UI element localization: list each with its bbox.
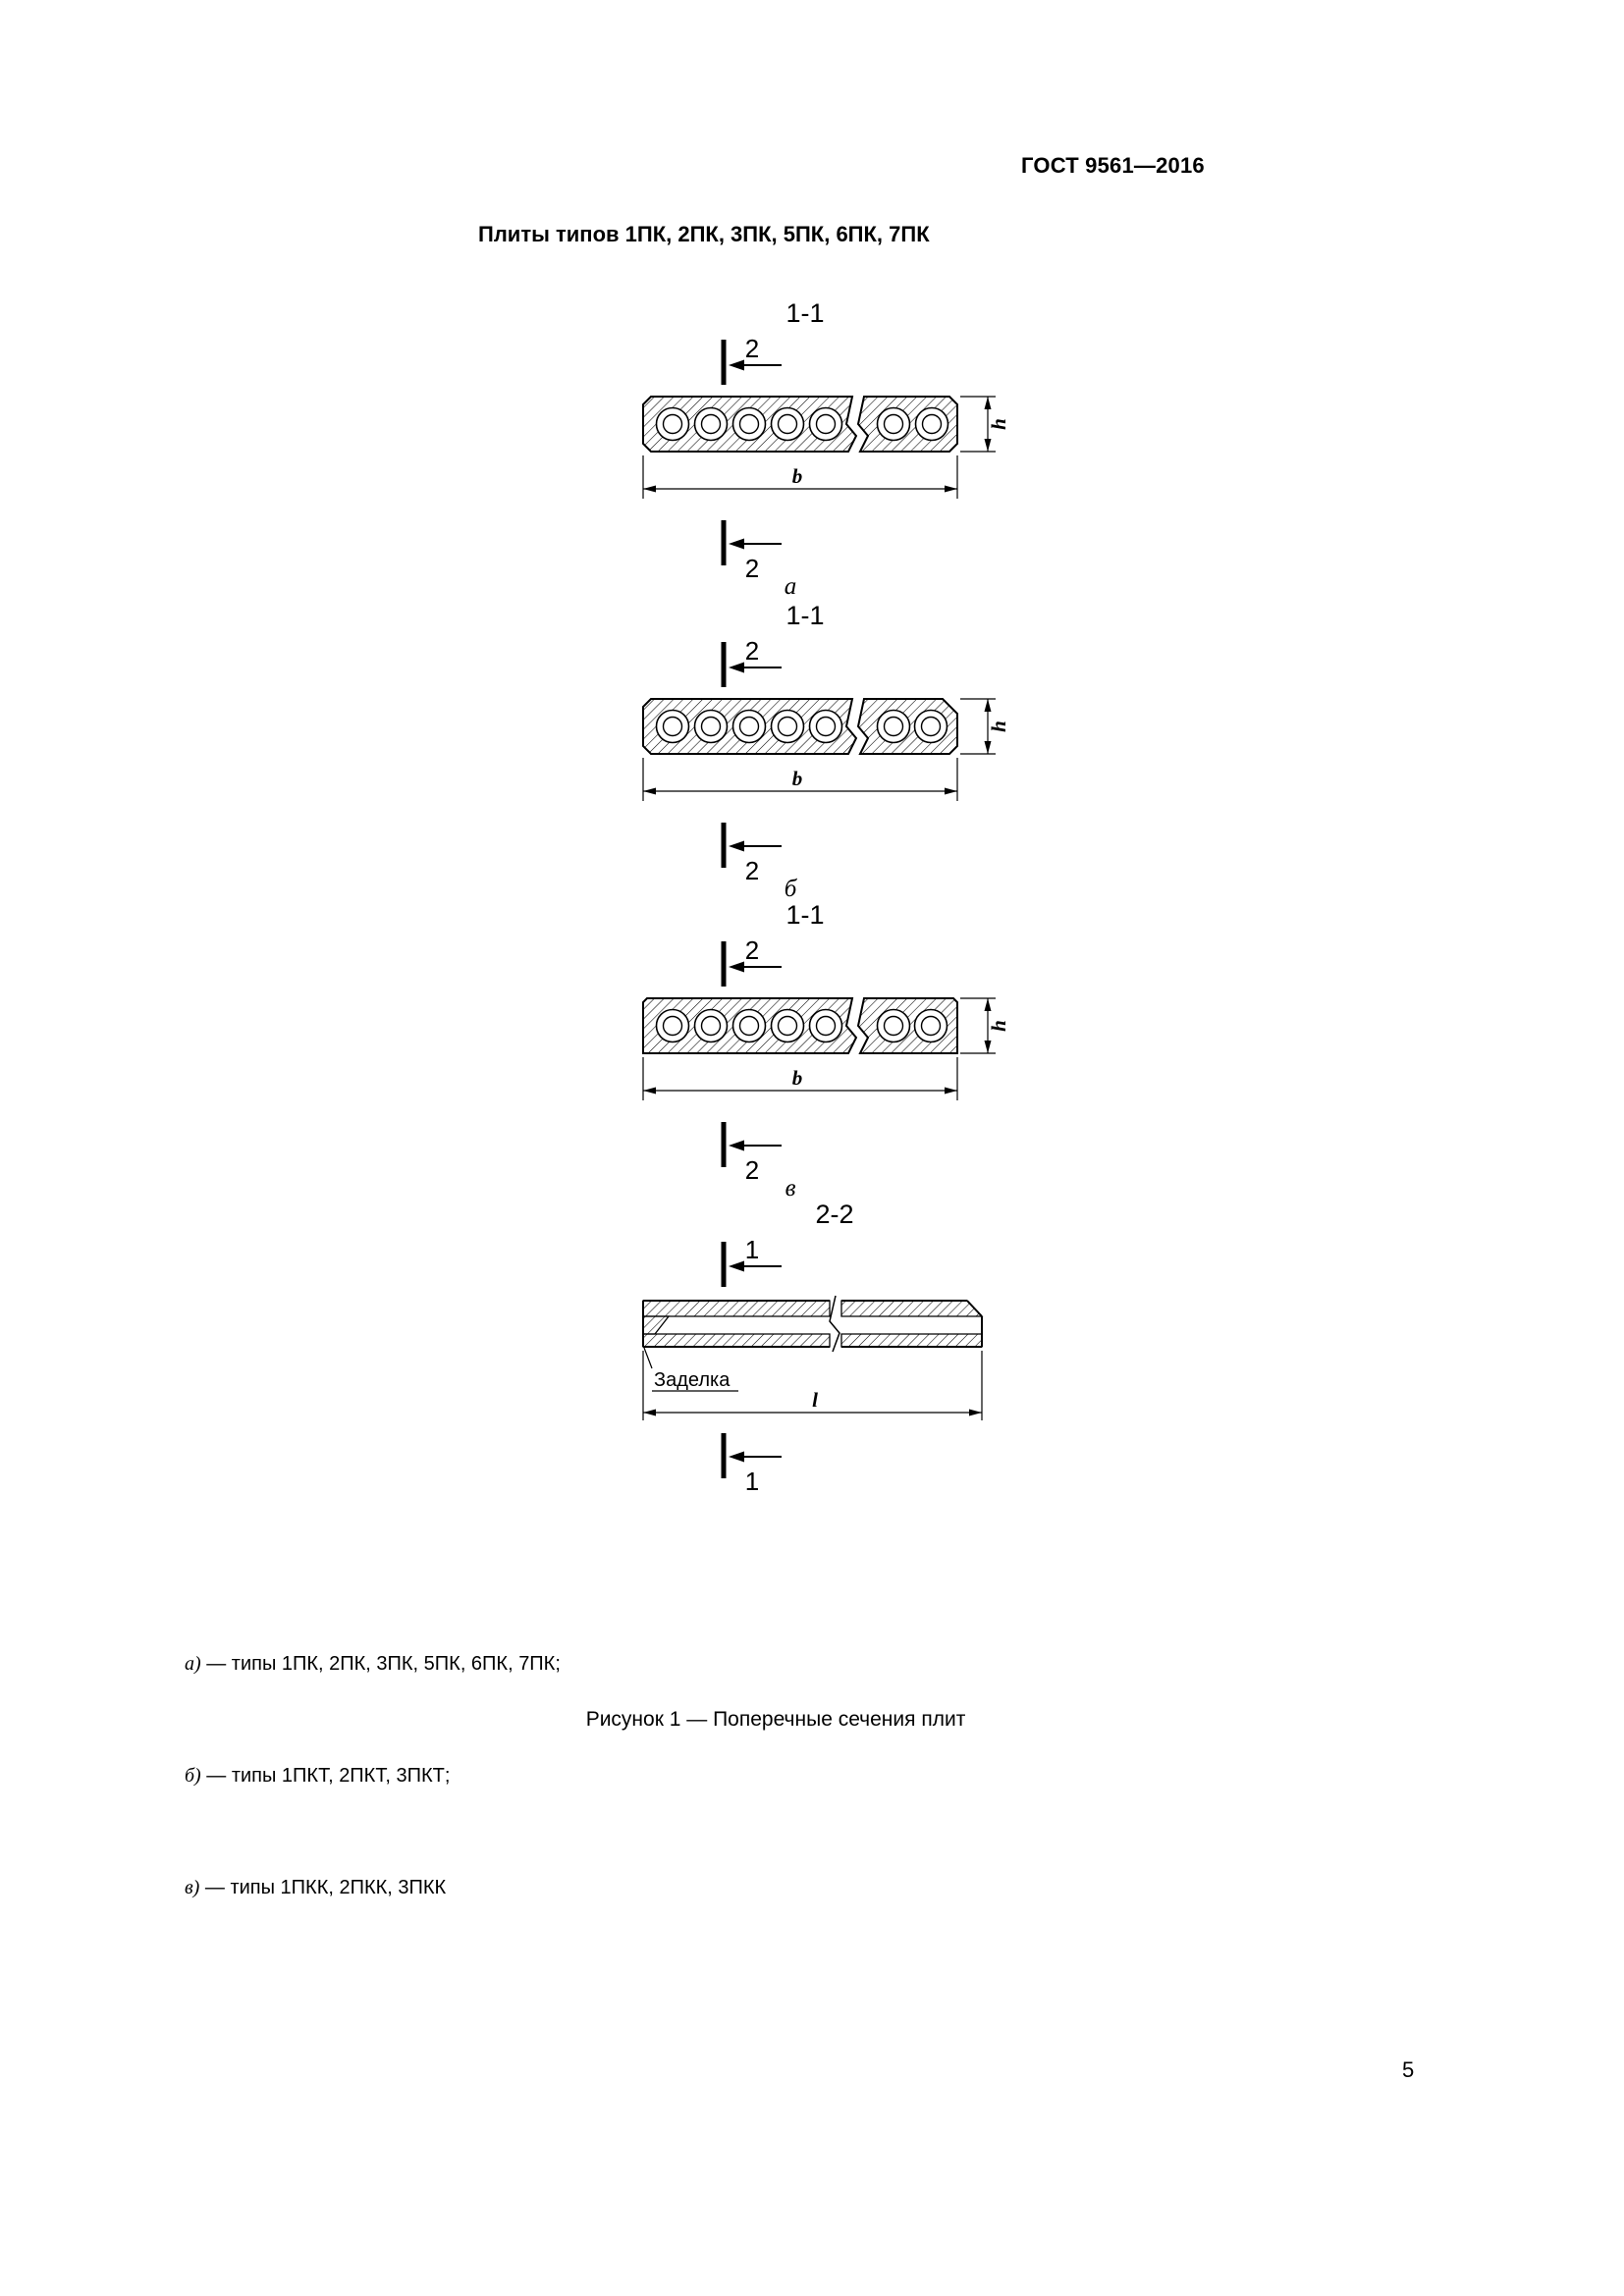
- legend-item-b: б) — типы 1ПКТ, 2ПКТ, 3ПКТ;: [185, 1757, 561, 1794]
- cut-mark-1-bottom: 1: [721, 1433, 782, 1494]
- dimension-label-b: b: [792, 464, 803, 488]
- void-circles: [655, 1008, 948, 1043]
- cut-number: 2: [745, 334, 759, 363]
- cut-mark-1-top: 1: [721, 1235, 782, 1287]
- void-circles: [655, 406, 949, 442]
- cut-mark-2-bottom: 2: [721, 823, 782, 885]
- section-view-label: 2-2: [815, 1200, 853, 1229]
- section-view-label: 1-1: [785, 298, 824, 328]
- standard-number-header: ГОСТ 9561—2016: [1021, 153, 1205, 178]
- cut-number: 2: [745, 554, 759, 583]
- dimension-label-b: b: [792, 1066, 803, 1090]
- callout-zadelka: Заделка: [643, 1347, 738, 1392]
- section-view-label: 1-1: [785, 601, 824, 630]
- dimension-h: h: [960, 698, 1010, 755]
- section-view-label: 1-1: [785, 900, 824, 930]
- legend-key: а): [185, 1653, 201, 1675]
- legend-item-v: в) — типы 1ПКК, 2ПКК, 3ПКК: [185, 1869, 561, 1906]
- cut-number: 2: [745, 1155, 759, 1185]
- legend-text: — типы 1ПКК, 2ПКК, 3ПКК: [199, 1877, 447, 1898]
- slab-body: [642, 997, 958, 1054]
- cut-mark-2-top: 2: [721, 334, 782, 385]
- figure-legend: а) — типы 1ПК, 2ПК, 3ПК, 5ПК, 6ПК, 7ПК; …: [185, 1571, 561, 1981]
- dimension-label-b: b: [792, 767, 803, 790]
- zadelka-label: Заделка: [654, 1369, 731, 1391]
- slab-body: [642, 396, 958, 453]
- dimension-label-h: h: [987, 418, 1010, 430]
- slab-body: [642, 698, 958, 755]
- legend-key: б): [185, 1765, 201, 1787]
- legend-key: в): [185, 1877, 200, 1898]
- break-line: [829, 1295, 840, 1353]
- slab-longitudinal-body: [642, 1295, 984, 1353]
- end-plug: [642, 1315, 671, 1335]
- dimension-b: b: [642, 455, 958, 499]
- dimension-b: b: [642, 758, 958, 801]
- cross-section-diagram-a: 1-1 2 b: [642, 298, 1010, 600]
- subfigure-label-b: б: [785, 876, 798, 902]
- cut-mark-2-top: 2: [721, 935, 782, 987]
- figure-caption: Рисунок 1 — Поперечные сечения плит: [585, 1708, 966, 1731]
- cut-number: 2: [745, 636, 759, 666]
- cut-number: 2: [745, 935, 759, 965]
- cut-mark-2-bottom: 2: [721, 520, 782, 583]
- dimension-label-l: l: [812, 1388, 818, 1412]
- cut-mark-2-bottom: 2: [721, 1122, 782, 1185]
- subfigure-label-v: в: [785, 1175, 796, 1201]
- dimension-h: h: [960, 997, 1010, 1054]
- dimension-h: h: [960, 396, 1010, 453]
- cross-section-diagram-v: 1-1 2 b: [642, 900, 1010, 1201]
- figure-title: Плиты типов 1ПК, 2ПК, 3ПК, 5ПК, 6ПК, 7ПК: [478, 222, 930, 246]
- legend-text: — типы 1ПКТ, 2ПКТ, 3ПКТ;: [200, 1765, 451, 1787]
- cross-section-diagram-b: 1-1 2 b: [642, 601, 1010, 902]
- dimension-label-h: h: [987, 1020, 1010, 1032]
- void-circles: [655, 709, 948, 744]
- cut-number: 2: [745, 856, 759, 885]
- longitudinal-section-diagram: 2-2 1 Заделка: [642, 1200, 984, 1494]
- cut-mark-2-top: 2: [721, 636, 782, 687]
- dimension-label-h: h: [987, 721, 1010, 732]
- legend-text: — типы 1ПК, 2ПК, 3ПК, 5ПК, 6ПК, 7ПК;: [200, 1653, 561, 1675]
- cut-number: 1: [745, 1235, 759, 1264]
- page-number: 5: [1402, 2057, 1415, 2082]
- legend-item-a: а) — типы 1ПК, 2ПК, 3ПК, 5ПК, 6ПК, 7ПК;: [185, 1645, 561, 1682]
- subfigure-label-a: а: [785, 573, 797, 600]
- dimension-l: l: [642, 1351, 983, 1420]
- dimension-b: b: [642, 1057, 958, 1100]
- cut-number: 1: [745, 1467, 759, 1494]
